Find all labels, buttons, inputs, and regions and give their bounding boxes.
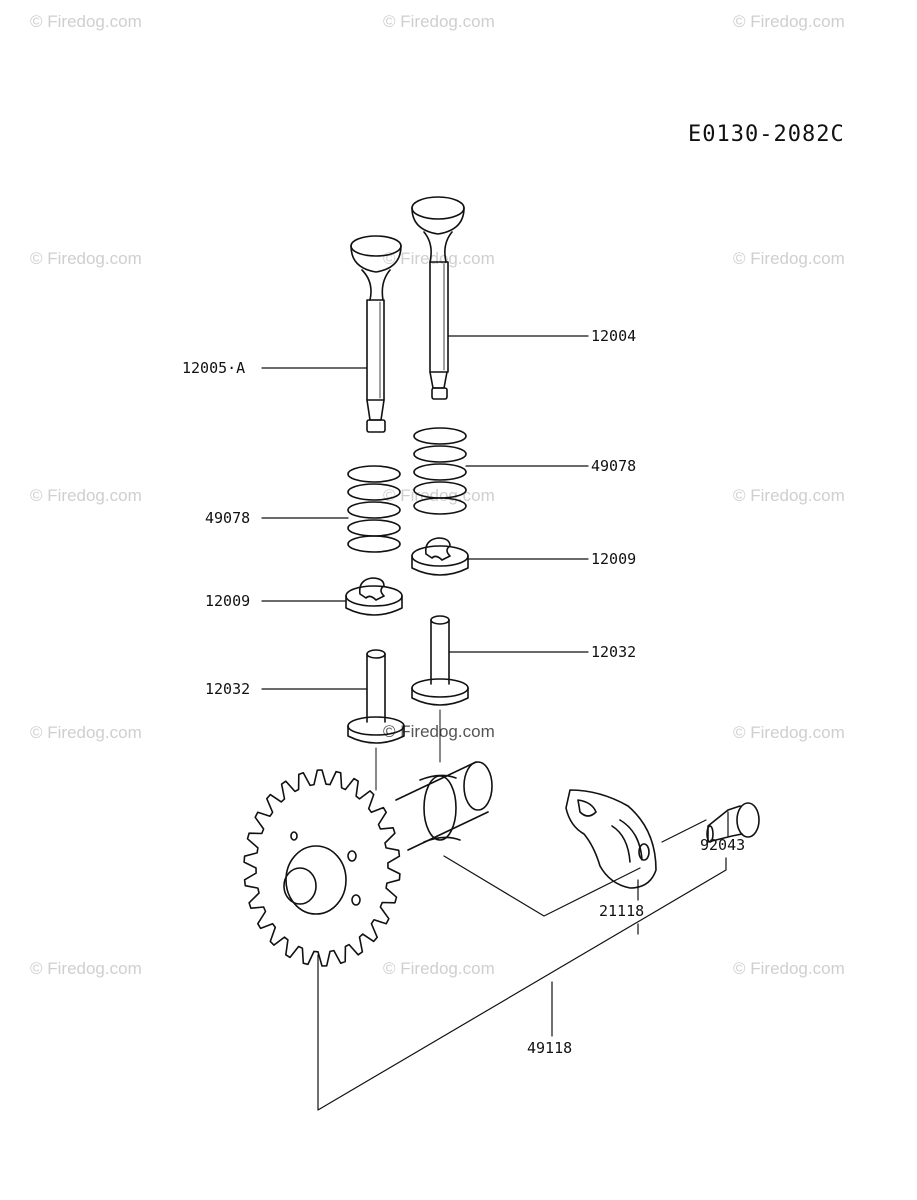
diagram-code: E0130-2082C — [688, 122, 845, 147]
retainer-right[interactable] — [411, 537, 469, 576]
watermark: © Firedog.com — [30, 486, 142, 505]
label-lifter-left: 12032 — [205, 680, 251, 698]
label-weight: 21118 — [599, 902, 645, 920]
valve-exhaust[interactable] — [350, 235, 402, 433]
label-valve-exhaust: 12005·A — [182, 359, 246, 377]
label-bolt: 92043 — [700, 836, 746, 854]
watermark-center: © Firedog.com — [383, 722, 495, 741]
watermark: © Firedog.com — [733, 723, 845, 742]
watermark: © Firedog.com — [383, 959, 495, 978]
camshaft-gear[interactable] — [243, 761, 493, 967]
label-valve-intake: 12004 — [591, 327, 637, 345]
spring-right[interactable] — [413, 427, 467, 515]
watermark: © Firedog.com — [733, 12, 845, 31]
watermark: © Firedog.com — [30, 959, 142, 978]
governor-weight[interactable] — [565, 789, 657, 889]
label-spring-left: 49078 — [205, 509, 251, 527]
label-retainer-left: 12009 — [205, 592, 251, 610]
watermark: © Firedog.com — [733, 959, 845, 978]
label-spring-right: 49078 — [591, 457, 637, 475]
watermark: © Firedog.com — [383, 12, 495, 31]
bolt[interactable] — [706, 802, 760, 843]
label-retainer-right: 12009 — [591, 550, 637, 568]
watermark: © Firedog.com — [733, 486, 845, 505]
watermark: © Firedog.com — [30, 249, 142, 268]
spring-left[interactable] — [347, 465, 401, 553]
watermark: © Firedog.com — [383, 249, 495, 268]
retainer-left[interactable] — [345, 577, 403, 616]
lifter-left[interactable] — [347, 649, 405, 744]
watermark: © Firedog.com — [30, 723, 142, 742]
watermark: © Firedog.com — [383, 486, 495, 505]
watermark: © Firedog.com — [733, 249, 845, 268]
label-lifter-right: 12032 — [591, 643, 637, 661]
label-camshaft: 49118 — [527, 1039, 573, 1057]
watermark: © Firedog.com — [30, 12, 142, 31]
lifter-right[interactable] — [411, 615, 469, 706]
valve-intake[interactable] — [411, 196, 465, 400]
